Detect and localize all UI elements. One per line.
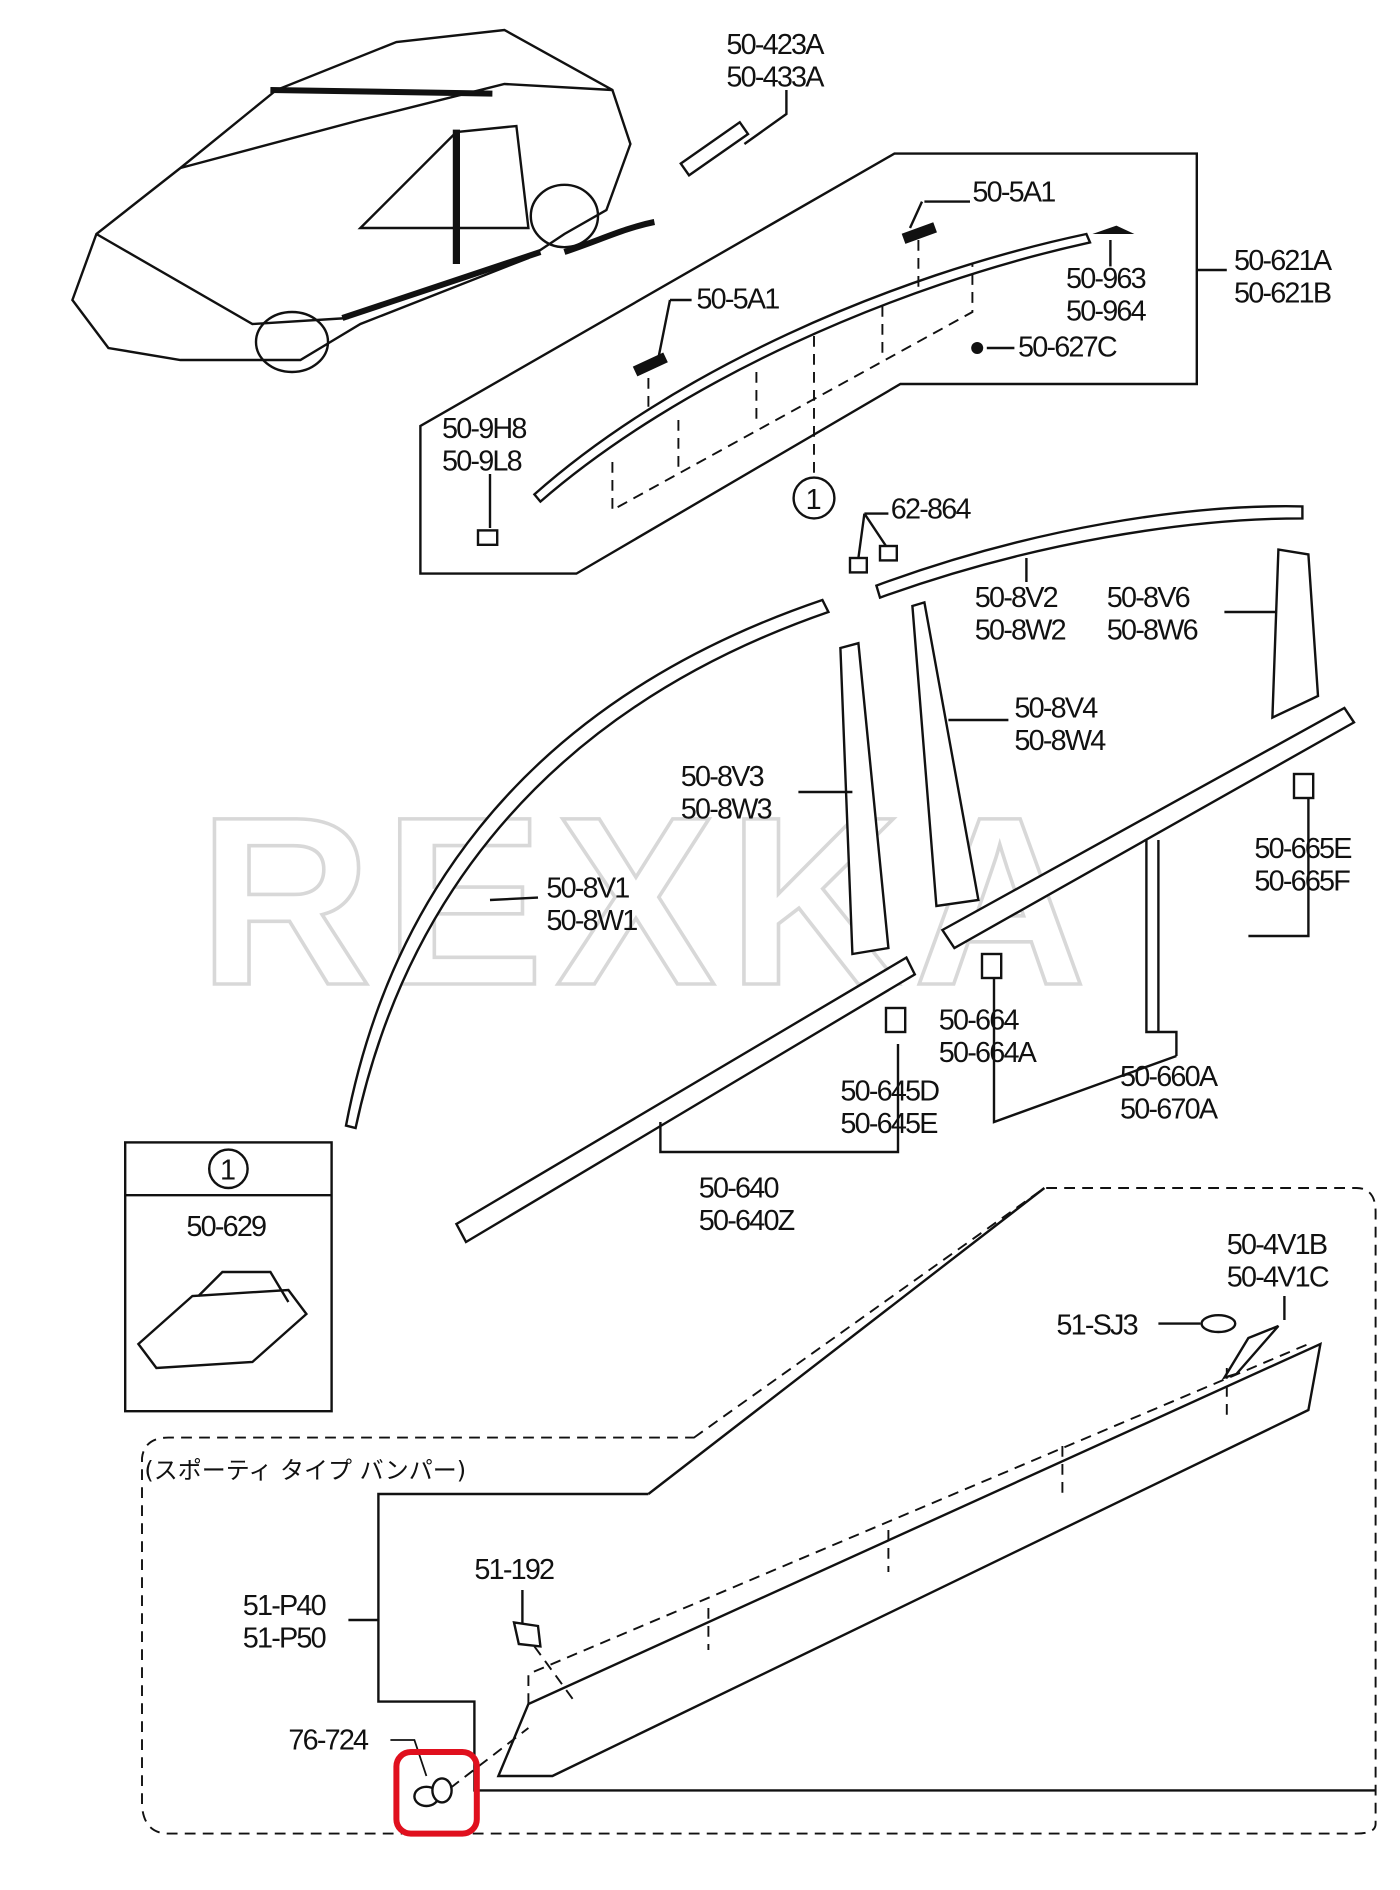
part-label: 50-8V1	[546, 873, 629, 905]
part-label: 50-664	[939, 1005, 1020, 1037]
part-label: 50-8V3	[681, 761, 764, 793]
part-label: 62-864	[891, 493, 972, 525]
part-label: 50-670A	[1120, 1093, 1219, 1125]
part-label: 50-8V2	[975, 582, 1058, 614]
part-label: 50-8W6	[1107, 615, 1198, 647]
part-label: 50-665F	[1254, 865, 1350, 897]
moulding-part-423	[679, 120, 750, 178]
side-sill-garnish	[496, 1341, 1322, 1778]
part-label: 51-192	[474, 1554, 554, 1586]
part-label: 50-627C	[1018, 331, 1117, 363]
callout-circle	[792, 476, 836, 520]
part-label: 50-621B	[1234, 277, 1331, 309]
part-label: 51-P40	[243, 1590, 326, 1622]
part-label: 50-5A1	[696, 283, 779, 315]
part-label: 51-P50	[243, 1623, 326, 1655]
part-label: 50-4V1B	[1227, 1229, 1327, 1261]
part-label: 50-640	[699, 1173, 779, 1205]
part-label: 50-665E	[1254, 833, 1351, 865]
part-label: 50-8W1	[546, 905, 637, 937]
part-label: 50-660A	[1120, 1061, 1219, 1093]
callout-number: 1	[806, 484, 821, 516]
part-label: 50-8V6	[1107, 582, 1190, 614]
part-label: 50-664A	[939, 1037, 1038, 1069]
part-label: 50-629	[186, 1211, 266, 1243]
highlight-box	[393, 1749, 480, 1837]
car-illustration	[71, 28, 655, 374]
part-label: 50-964	[1066, 295, 1147, 327]
callout-number: 1	[220, 1155, 235, 1187]
part-label: 50-645D	[840, 1075, 939, 1107]
clip-inset-box: 1 50-629	[124, 1141, 333, 1413]
roof-moulding	[532, 232, 1092, 504]
part-label: 50-8W2	[975, 615, 1066, 647]
part-label: 50-621A	[1234, 245, 1333, 277]
part-label: 50-433A	[726, 61, 825, 93]
front-belt-moulding	[454, 955, 917, 1244]
part-label: 50-8V4	[1014, 693, 1098, 725]
part-label: 51-SJ3	[1056, 1309, 1137, 1341]
side-sill-group-box	[141, 1187, 1377, 1835]
part-label: 50-640Z	[699, 1205, 795, 1237]
part-label: 50-423A	[726, 29, 825, 61]
rear-belt-moulding	[940, 706, 1356, 950]
part-label: 50-8W3	[681, 793, 772, 825]
part-label: 50-645E	[840, 1108, 937, 1140]
part-label: 50-9L8	[442, 445, 522, 477]
roof-moulding-group-box	[419, 152, 1198, 575]
part-label: 76-724	[288, 1725, 369, 1757]
part-label: 50-5A1	[972, 177, 1055, 209]
part-label: 50-9H8	[442, 413, 526, 445]
part-label: 50-8W4	[1014, 725, 1106, 757]
part-label: 50-4V1C	[1227, 1261, 1329, 1293]
sporty-bumper-note: (スポーティ タイプ バンパー)	[144, 1456, 466, 1484]
part-label: 50-963	[1066, 263, 1146, 295]
